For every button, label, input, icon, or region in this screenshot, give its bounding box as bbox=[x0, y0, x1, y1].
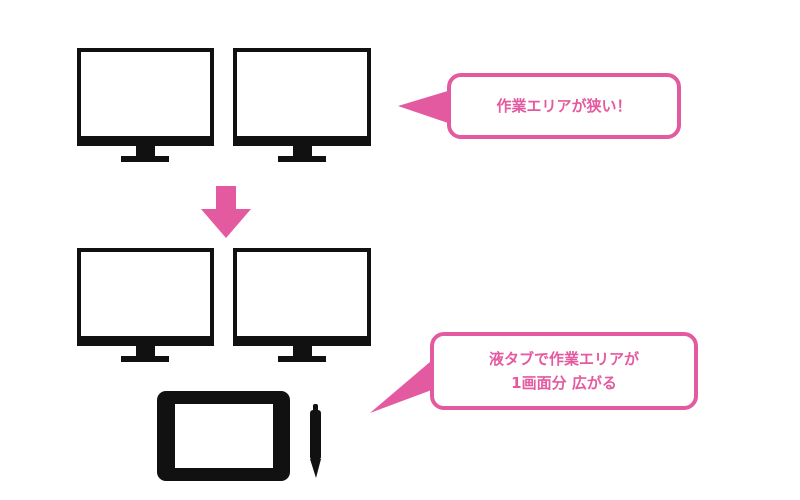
arrow-down-icon bbox=[201, 186, 251, 238]
problem-callout: 作業エリアが狭い！ bbox=[447, 73, 681, 139]
callout-pointer bbox=[398, 90, 451, 124]
callout-pointer bbox=[370, 356, 437, 413]
monitor-icon bbox=[77, 48, 214, 162]
stylus-pen-icon bbox=[310, 404, 321, 478]
callout-text-line2: 1画面分 広がる bbox=[511, 374, 617, 392]
pen-tablet-icon bbox=[157, 391, 290, 481]
monitor-icon bbox=[233, 248, 371, 362]
callout-text: 作業エリアが狭い！ bbox=[496, 97, 632, 115]
monitor-icon bbox=[233, 48, 371, 162]
callout-text-line1: 液タブで作業エリアが bbox=[488, 350, 639, 368]
monitor-icon bbox=[77, 248, 214, 362]
solution-callout: 液タブで作業エリアが 1画面分 広がる bbox=[430, 332, 698, 410]
